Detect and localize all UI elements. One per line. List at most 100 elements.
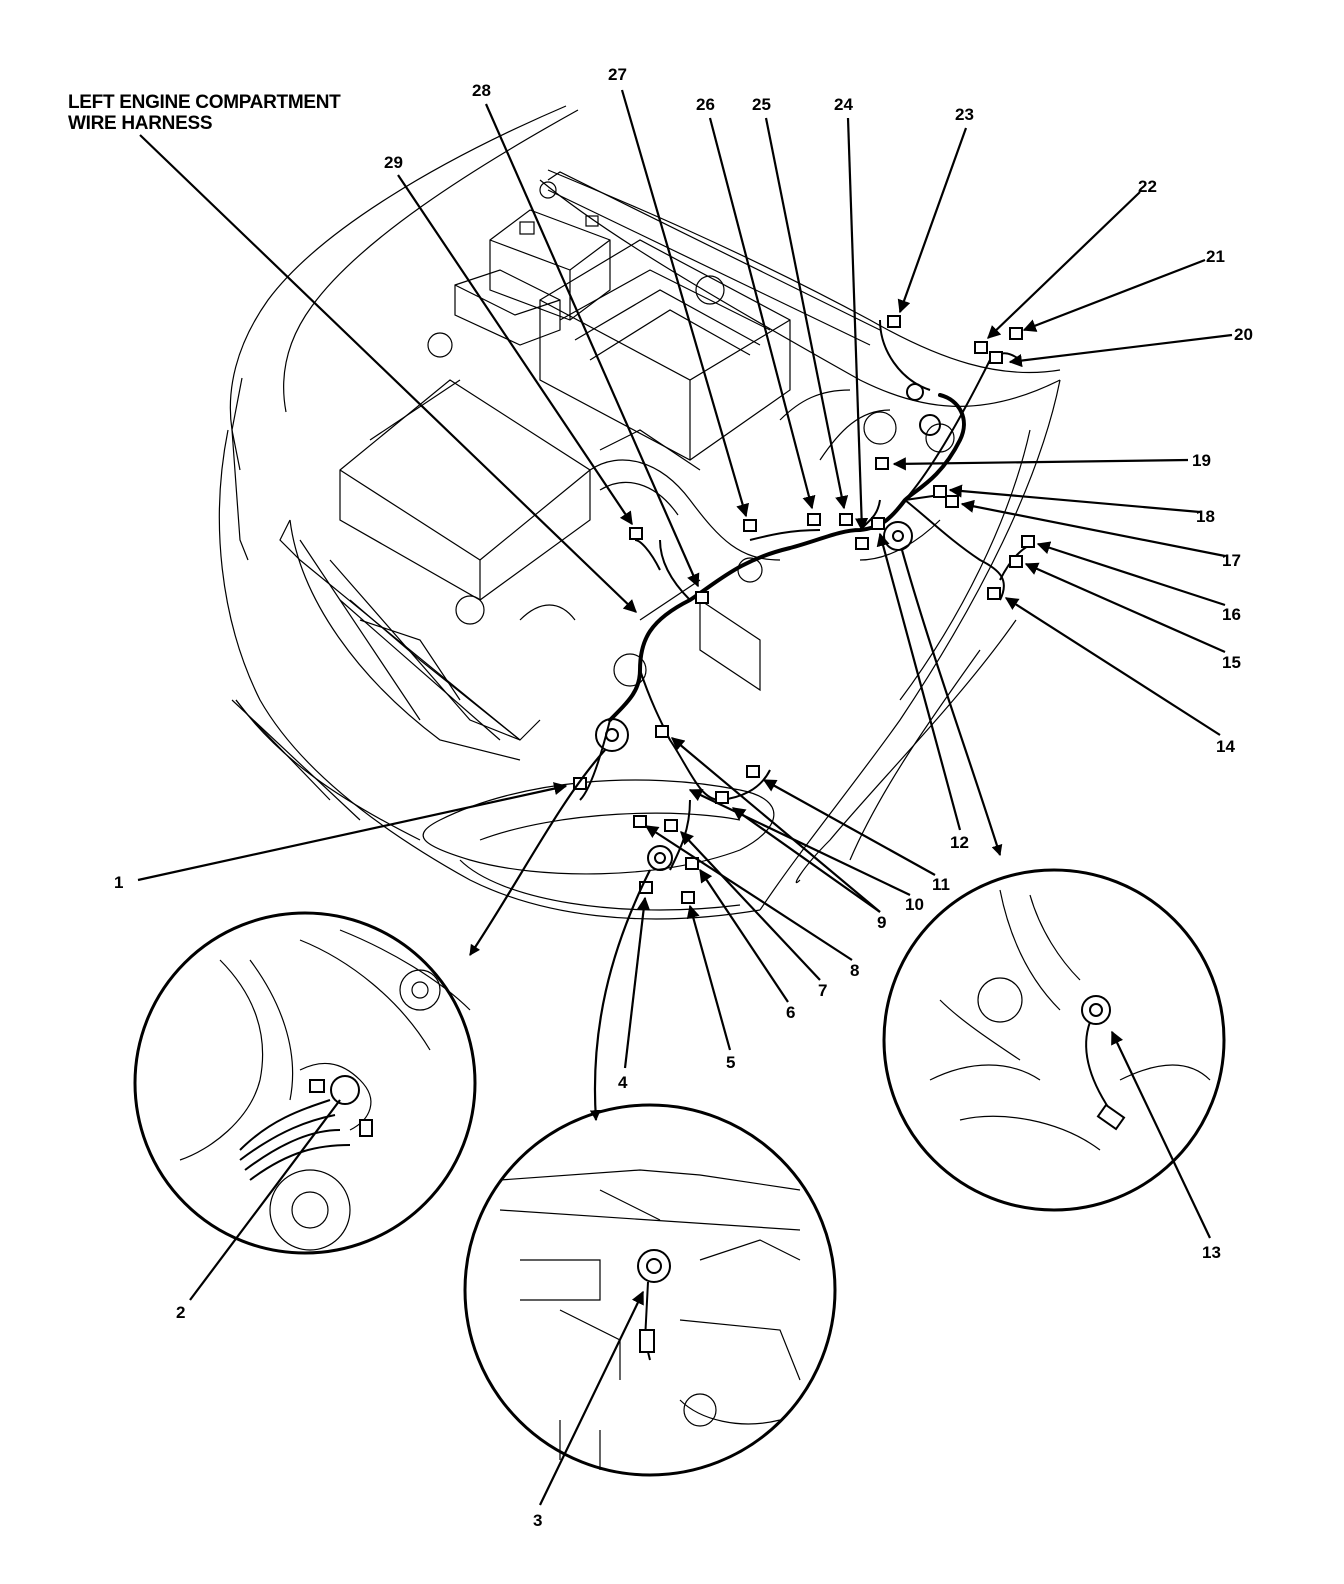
- callout-16: 16: [1222, 605, 1241, 624]
- callout-20: 20: [1234, 325, 1253, 344]
- leader-28: [484, 103, 700, 588]
- callout-1: 1: [114, 873, 123, 892]
- leader-29: [397, 174, 633, 526]
- connector-25: [839, 513, 853, 526]
- leader-17: [960, 499, 1226, 558]
- callout-11: 11: [932, 875, 950, 894]
- title-line-1: LEFT ENGINE COMPARTMENT: [68, 92, 341, 113]
- connector-28: [695, 591, 709, 604]
- connector-23: [887, 315, 901, 328]
- leader-9: [731, 807, 881, 913]
- connector-27: [743, 519, 757, 532]
- callout-26: 26: [696, 95, 715, 114]
- leader-10: [688, 789, 911, 896]
- callout-6: 6: [786, 1003, 795, 1022]
- connector-1: [573, 777, 587, 790]
- callout-9: 9: [877, 913, 886, 932]
- callout-24: 24: [834, 95, 853, 114]
- callout-2: 2: [176, 1303, 185, 1322]
- leader-6: [699, 868, 789, 1003]
- leader-23: [897, 127, 968, 314]
- leader-1: [137, 782, 568, 882]
- connector-12: [871, 517, 885, 530]
- callout-25: 25: [752, 95, 771, 114]
- callout-18: 18: [1196, 507, 1215, 526]
- connector-24: [855, 537, 869, 550]
- callout-3: 3: [533, 1511, 542, 1530]
- leader-19: [892, 457, 1189, 471]
- connector-20: [989, 351, 1003, 364]
- connector-26: [807, 513, 821, 526]
- leader-3: [589, 869, 651, 1122]
- connector-6: [685, 857, 699, 870]
- leader-18: [948, 484, 1201, 514]
- connector-18: [933, 485, 947, 498]
- leader-3-inner: [539, 1290, 644, 1506]
- leader-8: [644, 825, 853, 961]
- connector-14: [987, 587, 1001, 600]
- leader-lines: [137, 89, 1233, 1506]
- leader-2: [469, 749, 606, 956]
- leader-14: [1004, 597, 1221, 736]
- connector-10: [715, 791, 729, 804]
- callout-12: 12: [950, 833, 969, 852]
- connector-4: [639, 881, 653, 894]
- connector-7: [664, 819, 678, 832]
- diagram-title: LEFT ENGINE COMPARTMENT WIRE HARNESS: [68, 92, 341, 134]
- callout-numbers: 1 2 3 4 5 6 7 8 9 10 11 12 13 14 15 16 1…: [114, 65, 1253, 1530]
- connectors: [573, 315, 1035, 904]
- callout-22: 22: [1138, 177, 1157, 196]
- car-body-outline: [218, 105, 1061, 920]
- callout-7: 7: [818, 981, 827, 1000]
- connector-8: [633, 815, 647, 828]
- callout-19: 19: [1192, 451, 1211, 470]
- leader-26: [708, 117, 816, 510]
- leader-13-inner: [1111, 1030, 1211, 1239]
- leader-15: [1024, 562, 1226, 654]
- callout-13: 13: [1202, 1243, 1221, 1262]
- connector-11: [746, 765, 760, 778]
- callout-27: 27: [608, 65, 627, 84]
- leader-27: [620, 89, 750, 518]
- leader-11: [762, 779, 936, 876]
- leader-20: [1008, 333, 1233, 368]
- callout-10: 10: [905, 895, 924, 914]
- connector-9-near: [655, 725, 669, 738]
- callout-15: 15: [1222, 653, 1241, 672]
- leader-13: [900, 549, 1003, 857]
- detail-view-left-ground: [133, 911, 477, 1255]
- leader-7: [680, 831, 821, 981]
- connector-17: [945, 495, 959, 508]
- connector-16: [1021, 535, 1035, 548]
- callout-21: 21: [1206, 247, 1225, 266]
- leader-21: [1022, 258, 1206, 332]
- leader-5: [686, 904, 732, 1051]
- connector-29: [629, 527, 643, 540]
- leader-16: [1036, 541, 1226, 607]
- callout-14: 14: [1216, 737, 1235, 756]
- callout-17: 17: [1222, 551, 1241, 570]
- connector-19: [875, 457, 889, 470]
- callout-4: 4: [618, 1073, 628, 1092]
- detail-view-bottom-ground: [463, 1103, 837, 1477]
- title-line-2: WIRE HARNESS: [68, 113, 213, 134]
- engine-bay: [279, 171, 955, 741]
- leader-2-inner: [189, 1099, 341, 1301]
- connector-15: [1009, 555, 1023, 568]
- leader-25: [764, 117, 849, 510]
- leader-title: [139, 134, 637, 613]
- leader-12: [876, 532, 962, 831]
- callout-23: 23: [955, 105, 974, 124]
- connector-22: [974, 341, 988, 354]
- callout-5: 5: [726, 1053, 735, 1072]
- callout-28: 28: [472, 81, 491, 100]
- callout-29: 29: [384, 153, 403, 172]
- connector-21: [1009, 327, 1023, 340]
- callout-8: 8: [850, 961, 859, 980]
- leader-9-upper: [670, 737, 881, 913]
- leader-22: [987, 191, 1141, 339]
- connector-5: [681, 891, 695, 904]
- wire-harness: [579, 319, 1031, 871]
- leader-4: [623, 896, 651, 1069]
